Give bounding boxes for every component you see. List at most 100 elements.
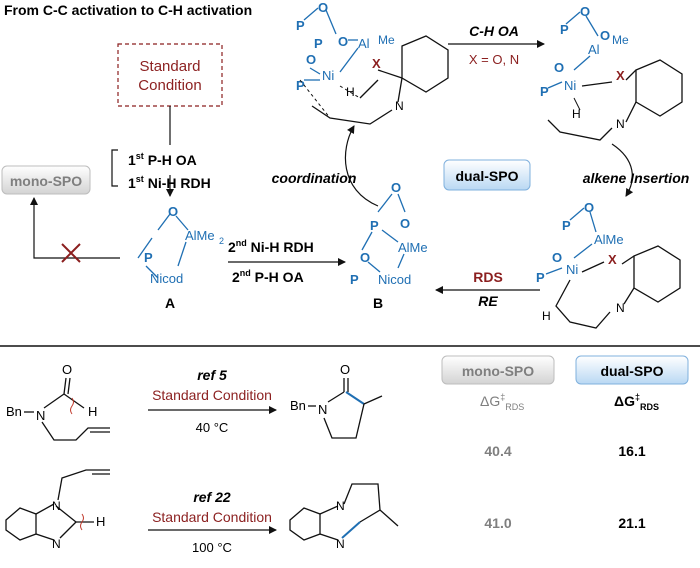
- label-A: A: [165, 295, 175, 311]
- svg-text:H: H: [346, 85, 355, 99]
- row1-ref: ref 5: [197, 367, 227, 383]
- svg-text:AlMe: AlMe: [398, 240, 428, 255]
- row2-mono-value: 41.0: [484, 515, 511, 531]
- svg-text:X: X: [608, 252, 617, 267]
- dual-spo-badge-label: dual-SPO: [455, 168, 518, 184]
- svg-text:O: O: [340, 362, 350, 377]
- svg-text:N: N: [52, 499, 61, 513]
- product-2: N N: [289, 483, 399, 551]
- scheme-title: From C-C activation to C-H activation: [4, 2, 252, 18]
- row2-temp: 100 °C: [192, 540, 232, 555]
- svg-text:N: N: [616, 301, 625, 315]
- standard-condition-box: [117, 43, 223, 107]
- svg-text:Me: Me: [612, 33, 629, 47]
- row2-dual-value: 21.1: [618, 515, 645, 531]
- svg-text:O: O: [580, 4, 590, 19]
- svg-text:O: O: [391, 180, 401, 195]
- dg-label-dual: ΔG‡RDS: [614, 392, 659, 412]
- svg-text:P: P: [314, 36, 323, 51]
- svg-text:N: N: [395, 99, 404, 113]
- cycle-arc-right: [611, 143, 634, 197]
- svg-text:P: P: [562, 218, 571, 233]
- svg-text:O: O: [306, 52, 316, 67]
- svg-text:N: N: [36, 408, 45, 423]
- step-1st-nih-rdh: 1st Ni-H RDH: [128, 174, 211, 191]
- svg-text:O: O: [360, 250, 370, 265]
- svg-text:O: O: [62, 362, 72, 377]
- svg-text:AlMe: AlMe: [594, 232, 624, 247]
- svg-text:Al: Al: [358, 36, 370, 51]
- product-1: Bn N O: [290, 362, 383, 439]
- svg-text:Ni: Ni: [566, 262, 578, 277]
- label-B: B: [373, 295, 383, 311]
- svg-text:O: O: [168, 204, 178, 219]
- arrow-to-mono-spo: [30, 197, 120, 259]
- svg-text:Bn: Bn: [6, 404, 22, 419]
- complex-top-right: O P O Al Me O P Ni X H N: [540, 4, 683, 141]
- svg-text:2: 2: [219, 236, 224, 246]
- svg-text:O: O: [552, 250, 562, 265]
- svg-text:Me: Me: [378, 33, 395, 47]
- svg-text:H: H: [88, 404, 97, 419]
- svg-text:N: N: [616, 117, 625, 131]
- standard-condition-line1: Standard: [140, 58, 201, 75]
- svg-text:O: O: [554, 60, 564, 75]
- svg-text:Nicod: Nicod: [150, 271, 183, 286]
- table-header-dual-spo: [575, 355, 689, 385]
- dual-spo-badge: [443, 159, 531, 191]
- compound-B: P O O O P AlMe Nicod: [350, 180, 428, 287]
- mono-spo-badge-label: mono-SPO: [10, 173, 82, 189]
- substrate-1: Bn N O H: [6, 362, 110, 441]
- step-2nd-nih-rdh: 2nd Ni-H RDH: [228, 238, 314, 255]
- svg-text:N: N: [318, 402, 327, 417]
- label-alkene-insertion: alkene Insertion: [583, 170, 690, 186]
- step-bracket: [111, 149, 118, 187]
- svg-text:P: P: [350, 272, 359, 287]
- row2-ref: ref 22: [193, 489, 231, 505]
- svg-text:P: P: [560, 22, 569, 37]
- mono-spo-badge: [1, 165, 91, 195]
- svg-text:N: N: [336, 537, 345, 551]
- standard-condition-line2: Condition: [138, 77, 201, 94]
- svg-text:O: O: [584, 200, 594, 215]
- svg-text:N: N: [52, 537, 61, 551]
- svg-text:Al: Al: [588, 42, 600, 57]
- svg-text:AlMe: AlMe: [185, 228, 215, 243]
- blocked-cross: [61, 243, 81, 263]
- table-header-mono-spo: [441, 355, 555, 385]
- row2-condition: Standard Condition: [152, 509, 272, 525]
- label-coordination: coordination: [272, 170, 357, 186]
- row1-mono-value: 40.4: [484, 443, 511, 459]
- svg-text:H: H: [542, 309, 551, 323]
- svg-text:N: N: [336, 499, 345, 513]
- svg-text:O: O: [400, 216, 410, 231]
- compound-A: P O AlMe 2 Nicod: [137, 204, 224, 286]
- substrate-2: N N H: [5, 469, 110, 551]
- svg-text:H: H: [96, 514, 105, 529]
- label-rds: RDS: [473, 269, 503, 285]
- row1-temp: 40 °C: [196, 420, 229, 435]
- svg-text:P: P: [536, 270, 545, 285]
- label-ch-oa: C-H OA: [469, 23, 519, 39]
- table-header-mono-spo-label: mono-SPO: [462, 363, 534, 379]
- row1-condition: Standard Condition: [152, 387, 272, 403]
- table-row: Bn N O H ref 5 Standard Condition 40 °C …: [6, 362, 646, 459]
- svg-text:O: O: [318, 0, 328, 15]
- svg-text:Bn: Bn: [290, 398, 306, 413]
- row1-dual-value: 16.1: [618, 443, 645, 459]
- step-2nd-ph-oa: 2nd P-H OA: [232, 268, 304, 285]
- svg-text:X: X: [372, 56, 381, 71]
- complex-top-left: O P O P Al Me O P Ni X H N: [296, 0, 449, 125]
- table-header-dual-spo-label: dual-SPO: [600, 363, 663, 379]
- svg-text:P: P: [540, 84, 549, 99]
- complex-bottom-right: O P AlMe O P Ni X H N: [536, 200, 681, 329]
- dg-label-mono: ΔG‡RDS: [480, 392, 524, 412]
- step-1st-ph-oa: 1st P-H OA: [128, 151, 197, 168]
- svg-text:Nicod: Nicod: [378, 272, 411, 287]
- svg-text:P: P: [144, 250, 153, 265]
- svg-text:P: P: [370, 218, 379, 233]
- label-re: RE: [478, 293, 498, 309]
- svg-text:P: P: [296, 18, 305, 33]
- svg-text:Ni: Ni: [322, 68, 334, 83]
